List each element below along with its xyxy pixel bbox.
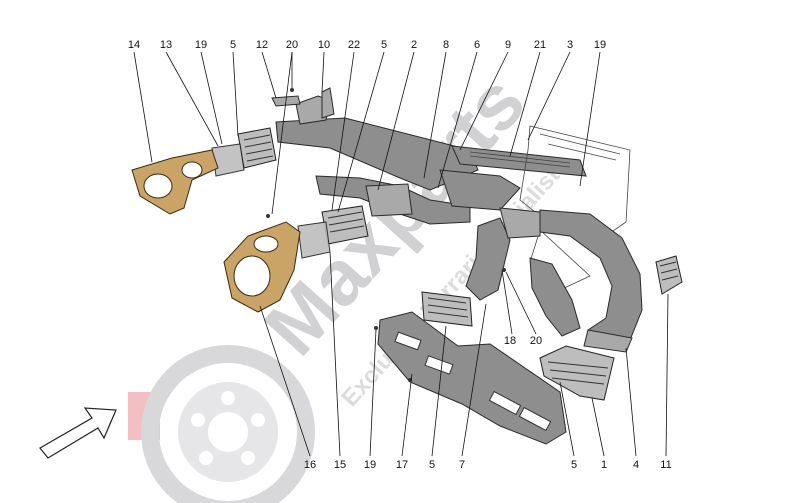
callout-21: 21 bbox=[534, 39, 546, 51]
callout-labels: 14 13 19 5 12 20 10 22 5 2 8 6 9 21 3 19… bbox=[128, 39, 672, 471]
callout-13: 13 bbox=[160, 39, 172, 51]
lower-center-vent bbox=[421, 291, 473, 327]
callout-6: 6 bbox=[474, 39, 480, 51]
center-duct-assembly bbox=[315, 169, 521, 225]
callout-15: 15 bbox=[334, 459, 346, 471]
callout-9: 9 bbox=[505, 39, 511, 51]
callout-20-top: 20 bbox=[286, 39, 298, 51]
lower-right-vent bbox=[539, 345, 615, 401]
lower-left-bezel bbox=[223, 221, 301, 313]
callout-20-middle: 20 bbox=[530, 335, 542, 347]
callout-22: 22 bbox=[348, 39, 360, 51]
callout-5-top-left: 5 bbox=[230, 39, 236, 51]
callout-10: 10 bbox=[318, 39, 330, 51]
callout-11: 11 bbox=[660, 459, 671, 471]
callout-19-top-left: 19 bbox=[195, 39, 207, 51]
callout-19-top-right: 19 bbox=[594, 39, 606, 51]
direction-arrow-icon bbox=[39, 407, 117, 459]
middle-vertical-duct bbox=[465, 207, 581, 337]
callout-8: 8 bbox=[443, 39, 449, 51]
callout-2: 2 bbox=[411, 39, 417, 51]
callout-7: 7 bbox=[459, 459, 465, 471]
side-vent bbox=[655, 255, 683, 295]
callout-5-bottom-right: 5 bbox=[571, 459, 577, 471]
callout-14-top-left: 14 bbox=[128, 39, 140, 51]
defrost-grille bbox=[451, 145, 587, 177]
upper-left-bezel bbox=[131, 149, 219, 215]
callout-19-bottom: 19 bbox=[364, 459, 376, 471]
callout-16: 16 bbox=[304, 459, 316, 471]
center-left-vent bbox=[297, 205, 369, 259]
callout-5-top-center: 5 bbox=[381, 39, 387, 51]
callout-1: 1 bbox=[601, 459, 607, 471]
callout-3: 3 bbox=[567, 39, 573, 51]
upper-left-vent bbox=[211, 95, 301, 177]
callout-18: 18 bbox=[504, 335, 516, 347]
brake-disc-logo-icon bbox=[128, 345, 315, 503]
callout-4: 4 bbox=[633, 459, 639, 471]
callout-5-bottom-center: 5 bbox=[429, 459, 435, 471]
lower-dash-panel bbox=[377, 311, 567, 445]
callout-12: 12 bbox=[256, 39, 268, 51]
upper-main-duct bbox=[275, 87, 479, 191]
callout-17: 17 bbox=[396, 459, 408, 471]
leader-lines bbox=[133, 51, 669, 457]
